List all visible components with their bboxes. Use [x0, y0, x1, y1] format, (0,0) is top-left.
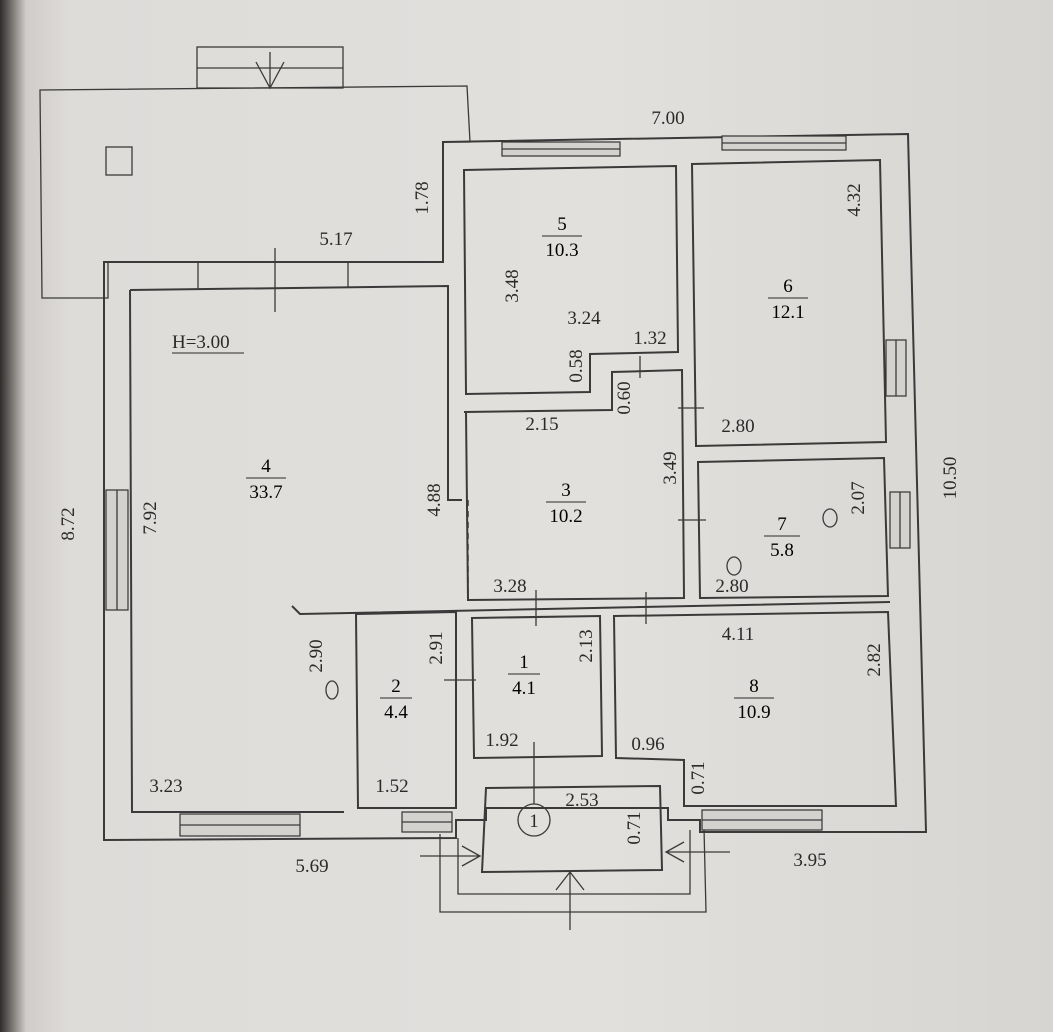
dim-r7-bottom: 2.80	[715, 576, 748, 597]
dim-right-height: 10.50	[940, 457, 961, 500]
room-1-outline	[470, 614, 604, 760]
dim-top-width: 7.00	[651, 108, 684, 129]
svg-text:2: 2	[391, 676, 401, 697]
room-2-outline	[354, 610, 457, 809]
dim-vestibule-depth: 0.71	[624, 811, 645, 844]
dim-r5-step-h: 0.58	[566, 349, 587, 382]
dim-bottom-right: 3.95	[793, 850, 826, 871]
svg-text:10.2: 10.2	[549, 506, 582, 527]
svg-text:33.7: 33.7	[249, 482, 282, 503]
dim-r2-bottom: 1.52	[375, 776, 408, 797]
dim-r8-height: 2.82	[864, 643, 885, 676]
dim-r5-step-w: 1.32	[633, 328, 666, 349]
dim-r6-bottom: 2.80	[721, 416, 754, 437]
dim-vestibule-width: 2.53	[565, 790, 598, 811]
dim-r3-step: 0.60	[614, 381, 635, 414]
room-3-outline	[463, 368, 686, 602]
terrace-column-marker	[105, 146, 133, 176]
room-8-outline	[612, 610, 898, 807]
dim-r6-height: 4.32	[844, 183, 865, 216]
dim-r4-height: 7.92	[140, 501, 161, 534]
room-label-2: 2 4.4	[380, 676, 412, 723]
entrance-marker: 1	[529, 811, 539, 832]
svg-text:4: 4	[261, 456, 271, 477]
room-5-outline	[462, 164, 680, 396]
svg-text:6: 6	[783, 276, 793, 297]
dim-r5-height: 3.48	[502, 269, 523, 302]
dim-r4-right: 4.88	[424, 483, 445, 516]
dim-r8-width: 4.11	[722, 624, 755, 645]
ceiling-height-label: H=3.00	[172, 332, 230, 353]
dim-r8-step-h: 0.71	[688, 761, 709, 794]
svg-text:10.9: 10.9	[737, 702, 770, 723]
windows	[105, 135, 911, 837]
svg-text:8: 8	[749, 676, 759, 697]
svg-text:7: 7	[777, 514, 787, 535]
svg-text:3: 3	[561, 480, 571, 501]
room-6-outline	[690, 158, 888, 448]
dim-r8-step-w: 0.96	[631, 734, 664, 755]
dim-porch-depth: 1.78	[412, 181, 433, 214]
dim-r1-bottom: 1.92	[485, 730, 518, 751]
svg-text:5: 5	[557, 214, 567, 235]
dim-r4-lower: 2.90	[306, 639, 327, 672]
svg-text:5.8: 5.8	[770, 540, 794, 561]
dim-r3-width: 2.15	[525, 414, 558, 435]
dim-r5-width: 3.24	[567, 308, 601, 329]
dimension-labels: 7.00 5.17 3.24 1.32 2.15 2.80 2.80 3.28 …	[58, 108, 961, 877]
dim-r3-height: 3.49	[660, 451, 681, 484]
svg-text:12.1: 12.1	[771, 302, 804, 323]
room-label-7: 7 5.8	[764, 514, 800, 561]
svg-text:10.3: 10.3	[545, 240, 578, 261]
dim-bottom-left: 5.69	[295, 856, 328, 877]
dim-left-height: 8.72	[58, 507, 79, 540]
svg-text:4.1: 4.1	[512, 678, 536, 699]
dim-r2-height: 2.91	[426, 631, 447, 664]
room-label-1: 1 4.1	[508, 652, 540, 699]
room-label-4: 4 33.7	[246, 456, 286, 503]
room-7-outline	[696, 456, 890, 600]
dim-r3-bottom: 3.28	[493, 576, 526, 597]
dim-r7-height: 2.07	[848, 481, 869, 514]
room-label-8: 8 10.9	[734, 676, 774, 723]
dim-porch-width: 5.17	[319, 229, 352, 250]
dim-r1-height: 2.13	[576, 629, 597, 662]
room-label-5: 5 10.3	[542, 214, 582, 261]
dim-r4-bottom: 3.23	[149, 776, 182, 797]
room-label-6: 6 12.1	[768, 276, 808, 323]
vestibule-outline	[480, 784, 664, 874]
svg-text:4.4: 4.4	[384, 702, 408, 723]
door-marks	[197, 262, 838, 700]
svg-text:1: 1	[519, 652, 529, 673]
room-labels: 4 33.7 5 10.3 6 12.1 3 10.2 7 5.8 2 4.4	[246, 214, 808, 723]
room-label-3: 3 10.2	[546, 480, 586, 527]
